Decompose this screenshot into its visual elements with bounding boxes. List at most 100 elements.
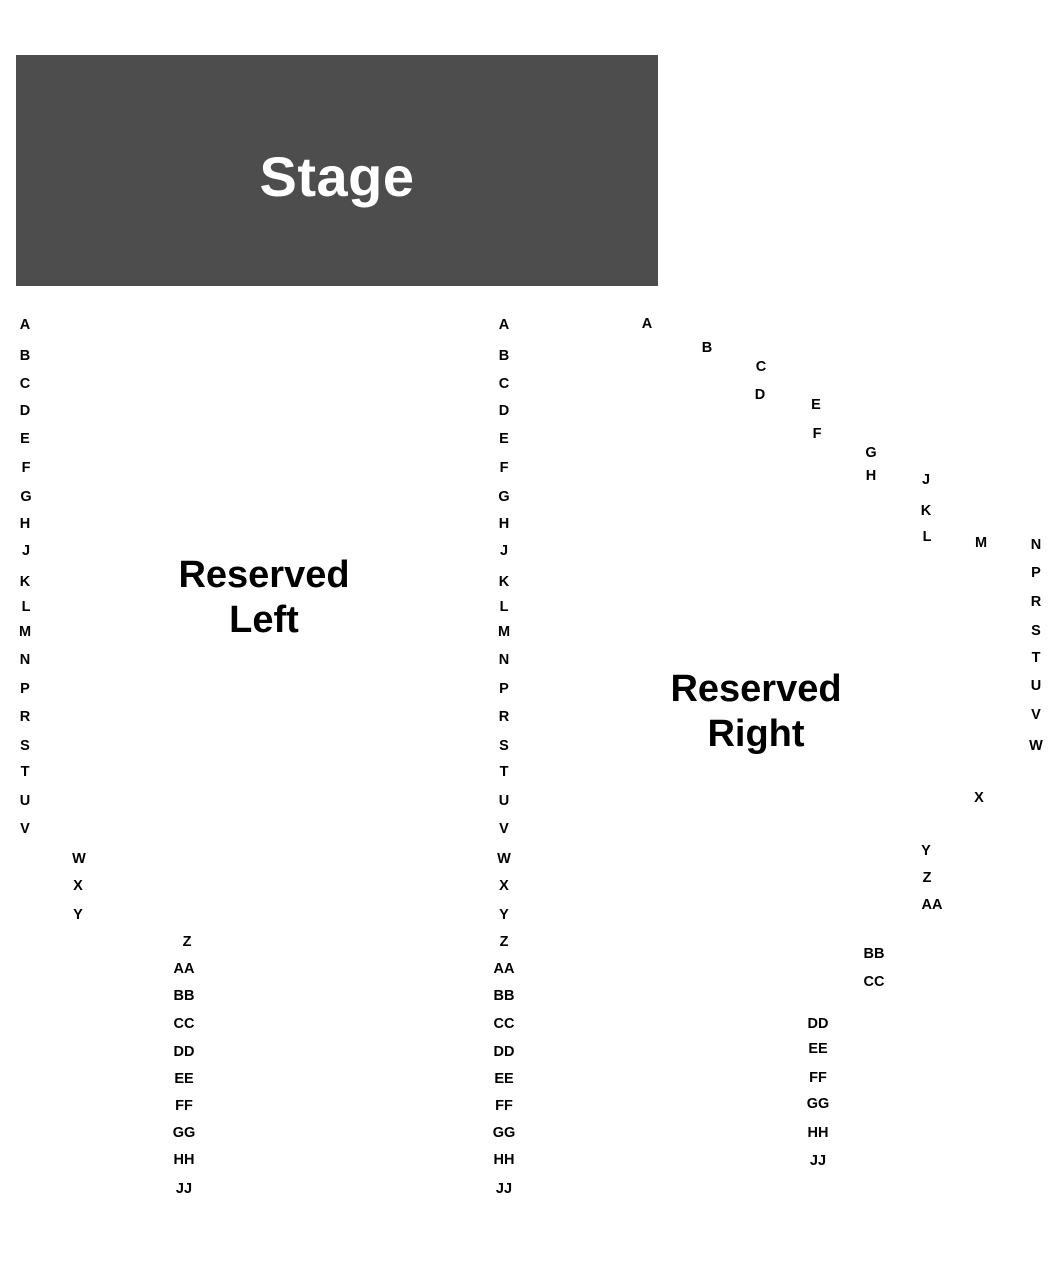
row-label-left-outer: S [20,738,30,754]
row-label-left-inner: B [498,348,510,364]
row-label-right-curve: Z [922,870,932,886]
row-label-right-curve: Y [921,843,931,859]
stage: Stage [16,55,658,286]
row-label-right-curve: GG [806,1096,830,1112]
row-label-right-curve: AA [921,897,943,913]
row-label-left-outer: C [19,376,31,392]
row-label-left-outer: B [19,348,31,364]
row-label-left-outer: A [19,317,31,333]
row-label-right-curve: X [974,790,984,806]
row-label-left-outer: R [19,709,31,725]
row-label-right-curve: T [1031,650,1041,666]
row-label-left-outer: EE [174,1071,194,1087]
row-label-right-curve: BB [863,946,885,962]
row-label-left-inner: U [498,793,510,809]
row-label-left-inner: BB [493,988,515,1004]
row-label-left-outer: K [19,574,31,590]
row-label-left-inner: Z [499,934,509,950]
row-label-left-outer: G [20,489,32,505]
row-label-right-curve: L [922,529,932,545]
row-label-left-inner: P [499,681,509,697]
row-label-left-outer: V [20,821,30,837]
row-label-left-outer: FF [175,1098,193,1114]
row-label-left-inner: F [499,460,509,476]
stage-label: Stage [259,145,415,208]
row-label-right-curve: DD [807,1016,829,1032]
row-label-right-curve: G [865,445,877,461]
row-label-left-outer: DD [173,1044,195,1060]
section-reserved-left[interactable]: Reserved Left [144,553,384,643]
row-label-right-curve: J [921,472,931,488]
row-label-left-outer: T [20,764,30,780]
row-label-left-inner: E [499,431,509,447]
row-label-left-inner: JJ [495,1181,513,1197]
row-label-right-curve: CC [863,974,885,990]
row-label-right-curve: HH [807,1125,829,1141]
row-label-left-inner: V [499,821,509,837]
row-label-left-outer: W [72,851,86,867]
row-label-left-outer: AA [173,961,195,977]
row-label-left-inner: N [498,652,510,668]
row-label-right-curve: D [754,387,766,403]
row-label-left-inner: W [497,851,511,867]
row-label-right-curve: B [701,340,713,356]
row-label-left-inner: DD [493,1044,515,1060]
row-label-left-outer: BB [173,988,195,1004]
row-label-left-outer: P [20,681,30,697]
row-label-right-curve: FF [809,1070,827,1086]
row-label-left-inner: X [499,878,509,894]
row-label-left-inner: GG [492,1125,516,1141]
row-label-right-curve: W [1029,738,1043,754]
row-label-left-inner: G [498,489,510,505]
row-label-left-inner: HH [493,1152,515,1168]
row-label-left-inner: M [497,624,511,640]
row-label-right-curve: S [1031,623,1041,639]
row-label-left-outer: X [73,878,83,894]
row-label-right-curve: F [812,426,822,442]
row-label-right-curve: C [755,359,767,375]
row-label-left-inner: C [498,376,510,392]
row-label-right-curve: R [1030,594,1042,610]
row-label-left-inner: CC [493,1016,515,1032]
row-label-left-inner: D [498,403,510,419]
section-reserved-right[interactable]: Reserved Right [636,667,876,757]
row-label-left-inner: AA [493,961,515,977]
row-label-right-curve: H [865,468,877,484]
row-label-left-inner: FF [495,1098,513,1114]
row-label-left-inner: EE [494,1071,514,1087]
row-label-left-outer: E [20,431,30,447]
section-label-line1: Reserved [670,668,842,710]
row-label-left-outer: Z [182,934,192,950]
row-label-left-outer: H [19,516,31,532]
row-label-left-inner: L [499,599,509,615]
section-label-line2: Right [707,713,805,755]
row-label-left-outer: D [19,403,31,419]
row-label-left-outer: HH [173,1152,195,1168]
row-label-left-inner: J [499,543,509,559]
row-label-left-inner: S [499,738,509,754]
row-label-left-outer: U [19,793,31,809]
row-label-left-outer: GG [172,1125,196,1141]
row-label-left-inner: R [498,709,510,725]
section-label-line1: Reserved [178,554,350,596]
row-label-right-curve: JJ [809,1153,827,1169]
row-label-right-curve: EE [808,1041,828,1057]
row-label-right-curve: E [811,397,821,413]
row-label-left-inner: H [498,516,510,532]
row-label-left-inner: Y [499,907,509,923]
row-label-left-outer: J [21,543,31,559]
row-label-right-curve: M [974,535,988,551]
row-label-right-curve: U [1030,678,1042,694]
row-label-left-outer: CC [173,1016,195,1032]
row-label-left-outer: Y [73,907,83,923]
row-label-right-curve: K [920,503,932,519]
row-label-right-curve: V [1031,707,1041,723]
row-label-left-inner: A [498,317,510,333]
row-label-right-curve: P [1031,565,1041,581]
row-label-left-outer: L [21,599,31,615]
section-label-line2: Left [229,599,299,641]
row-label-right-curve: N [1030,537,1042,553]
row-label-left-inner: T [499,764,509,780]
row-label-left-outer: N [19,652,31,668]
row-label-left-outer: JJ [175,1181,193,1197]
